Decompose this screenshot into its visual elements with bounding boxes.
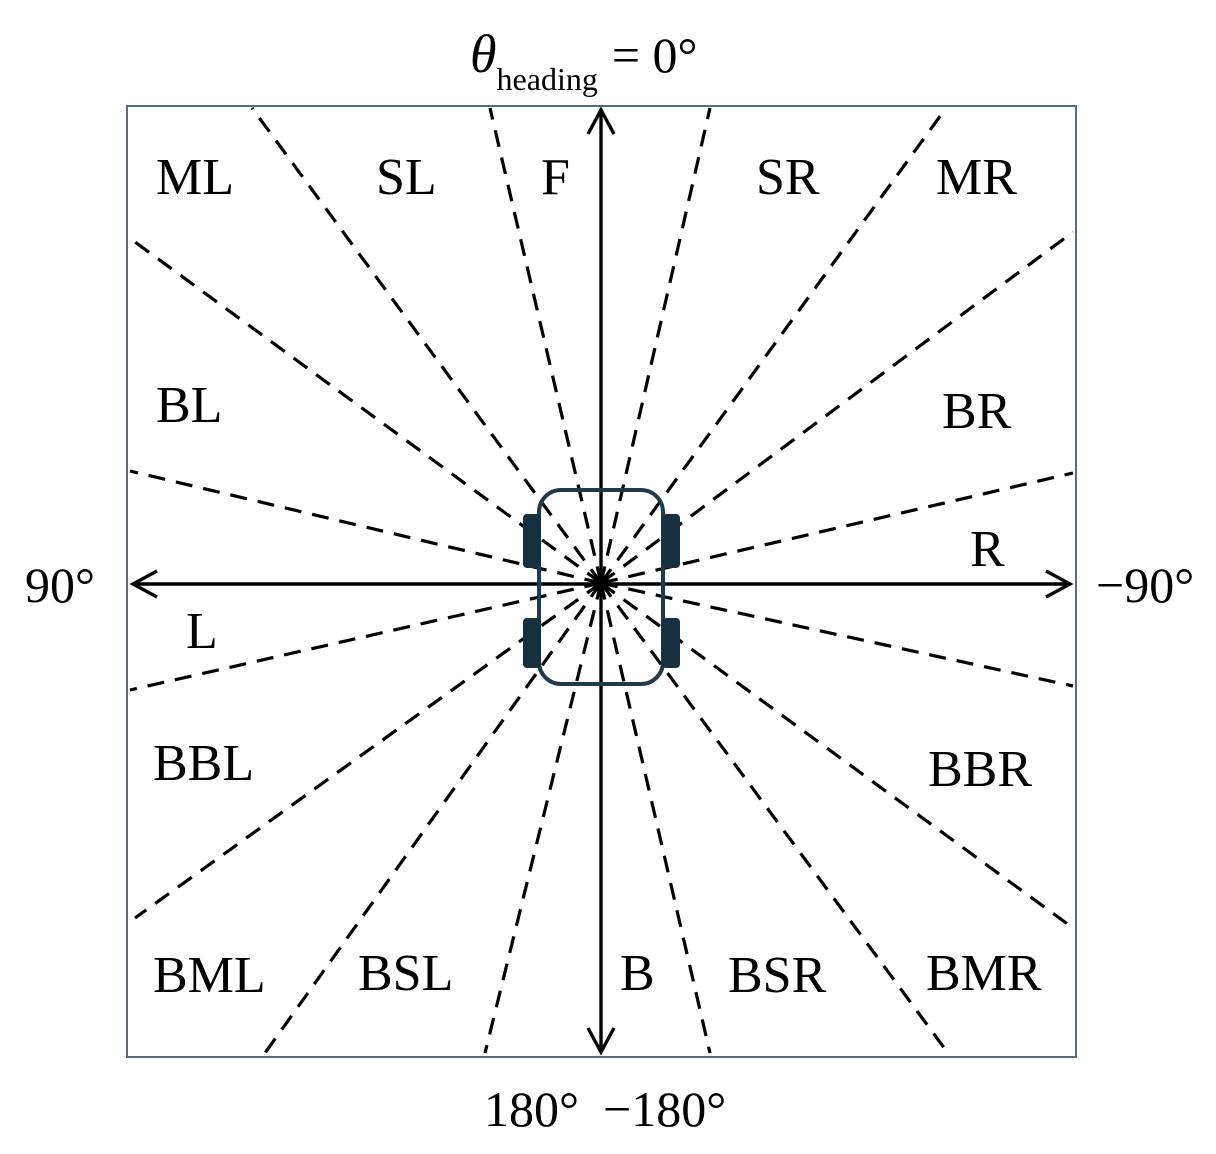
arrowhead-right-icon <box>1045 569 1074 599</box>
region-label-bmr: BMR <box>926 945 1042 1002</box>
wheel-front-left-icon <box>523 514 541 568</box>
boundary-line-top-1 <box>250 107 603 584</box>
arrowhead-up-icon <box>586 106 616 135</box>
boundary-line-bottom-1 <box>263 582 603 1054</box>
region-label-br: BR <box>942 383 1012 440</box>
axis-label-bottom-right: −180° <box>603 1081 726 1137</box>
vehicle-center-point <box>595 577 607 589</box>
heading-label: θheading = 0° <box>470 24 698 97</box>
heading-symbol: θ <box>470 24 497 84</box>
region-label-sr: SR <box>756 149 820 206</box>
boundary-line-bottom-2 <box>483 582 603 1054</box>
region-label-ml: ML <box>156 149 234 206</box>
sector-boundary-lines <box>129 107 1074 1054</box>
boundary-line-left-2 <box>129 469 602 585</box>
vehicle-icon <box>523 488 680 686</box>
axis-label-right: −90° <box>1096 557 1194 613</box>
region-label-r: R <box>970 521 1005 578</box>
wheel-rear-right-icon <box>662 618 680 668</box>
region-label-bbl: BBL <box>153 735 254 792</box>
axis-label-left: 90° <box>25 557 95 613</box>
region-label-f: F <box>541 149 570 206</box>
vehicle-body <box>537 488 665 686</box>
region-label-sl: SL <box>376 149 437 206</box>
heading-equals: = 0° <box>612 27 698 83</box>
region-label-bl: BL <box>156 377 222 434</box>
arrowhead-down-icon <box>586 1027 616 1056</box>
region-labels: ML SL F SR MR BL BR R L BBL BBR BML BSL … <box>153 149 1042 1004</box>
boundary-line-top-4 <box>599 107 948 584</box>
boundary-line-top-2 <box>488 107 603 584</box>
boundary-line-bottom-3 <box>599 582 712 1054</box>
arrowhead-left-icon <box>129 569 158 599</box>
region-label-bsl: BSL <box>358 945 453 1002</box>
region-label-b: B <box>620 945 655 1002</box>
heading-subscript: heading <box>497 61 598 97</box>
region-label-bbr: BBR <box>928 741 1032 798</box>
axis-label-bottom-left: 180° <box>484 1081 579 1137</box>
region-label-mr: MR <box>936 149 1017 206</box>
boundary-line-top-3 <box>599 107 712 584</box>
region-label-l: L <box>186 603 218 660</box>
wheel-front-right-icon <box>662 514 680 568</box>
wheel-rear-left-icon <box>523 618 541 668</box>
region-label-bml: BML <box>153 947 266 1004</box>
boundary-line-bottom-4 <box>599 582 950 1054</box>
boundary-line-right-2 <box>600 471 1074 585</box>
region-label-bsr: BSR <box>728 947 827 1004</box>
boundary-line-left-3 <box>129 581 602 692</box>
boundary-line-right-3 <box>600 581 1074 688</box>
